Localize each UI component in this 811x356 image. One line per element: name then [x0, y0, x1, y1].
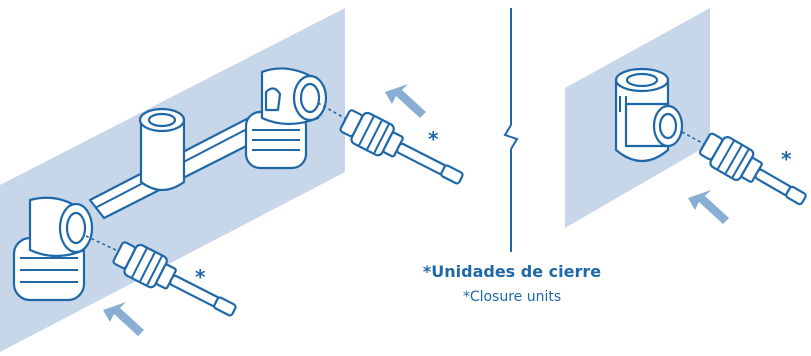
guide-line-bottom [85, 235, 121, 253]
right-elbow-fitting [244, 67, 328, 170]
guide-line-right [681, 131, 707, 146]
asterisk-marker-right: * [781, 147, 792, 171]
closure-unit-top [339, 109, 464, 185]
closure-unit-bottom [112, 241, 237, 317]
section-divider [503, 8, 519, 252]
left-elbow-fitting [12, 196, 94, 302]
center-riser [138, 107, 186, 192]
right-assembly: * [565, 8, 807, 228]
insert-arrow-top-icon [385, 84, 426, 118]
left-assembly: * * [0, 8, 464, 352]
tee-fitting [614, 67, 684, 163]
asterisk-marker-bottom: * [195, 265, 206, 289]
insert-arrow-right-icon [688, 190, 729, 224]
closure-unit-right [698, 132, 807, 206]
legend-spanish: *Unidades de cierre [422, 262, 602, 281]
legend-english: *Closure units [462, 289, 562, 305]
insert-arrow-bottom-icon [103, 302, 144, 336]
asterisk-marker-top: * [428, 127, 439, 151]
